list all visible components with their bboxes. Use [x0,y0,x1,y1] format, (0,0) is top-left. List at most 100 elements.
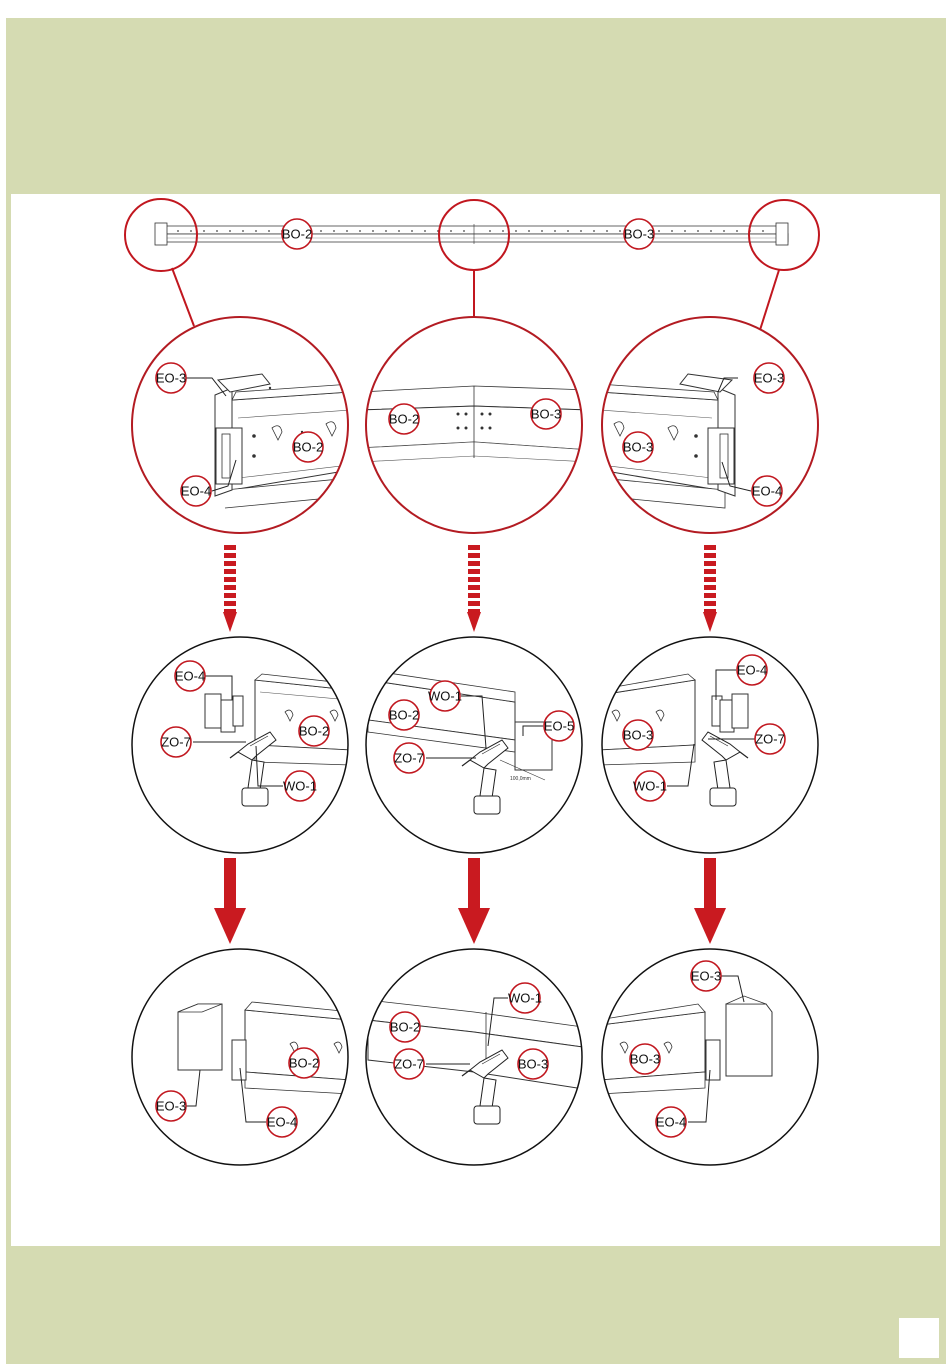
label-step2-mid-bo2: BO-2 [390,1012,420,1042]
beam-hole [411,230,413,232]
dashed-arrow-segment [224,561,236,566]
beam-hole [190,230,192,232]
svg-text:ZO-7: ZO-7 [755,732,785,747]
label-step1-left-eo4: EO-4 [175,661,205,691]
svg-text:WO-1: WO-1 [508,991,542,1006]
label-step1-left-zo7: ZO-7 [161,727,191,757]
label-detail-right-bo3: BO-3 [623,432,653,462]
dashed-arrow-segment [468,569,480,574]
label-step2-right-eo3: EO-3 [691,961,721,991]
dashed-arrow-segment [224,577,236,582]
beam-hole [710,230,712,232]
svg-text:ZO-7: ZO-7 [161,735,191,750]
label-step1-right-bo3: BO-3 [623,720,653,750]
svg-text:EO-3: EO-3 [156,371,186,386]
svg-text:BO-2: BO-2 [389,708,419,723]
svg-text:BO-3: BO-3 [624,227,654,242]
label-step1-left-wo1: WO-1 [283,771,317,801]
beam-hole [580,230,582,232]
beam-hole [216,230,218,232]
svg-text:EO-4: EO-4 [737,663,767,678]
label-step1-mid-zo7: ZO-7 [394,743,424,773]
overview-callouts [125,199,819,330]
dashed-arrow-segment [704,593,716,598]
label-step2-left-eo4: EO-4 [267,1107,297,1137]
svg-text:ZO-7: ZO-7 [394,751,424,766]
beam-hole [554,230,556,232]
beam-hole [593,230,595,232]
dashed-arrow-segment [704,577,716,582]
svg-text:EO-4: EO-4 [175,669,205,684]
svg-text:EO-3: EO-3 [156,1099,186,1114]
beam-hole [372,230,374,232]
dashed-arrow-segment [224,569,236,574]
beam-hole [320,230,322,232]
dashed-arrow-segment [704,585,716,590]
label-overview-bo2: BO-2 [282,219,312,249]
label-step1-right-zo7: ZO-7 [755,724,785,754]
dashed-arrow-segment [224,601,236,606]
svg-text:EO-4: EO-4 [656,1115,686,1130]
svg-text:BO-3: BO-3 [518,1057,548,1072]
svg-text:EO-4: EO-4 [267,1115,297,1130]
step2-left-art [178,1002,352,1094]
beam-hole [398,230,400,232]
beam-hole [489,230,491,232]
label-detail-right-eo3: EO-3 [754,363,784,393]
label-step1-mid-bo2: BO-2 [389,700,419,730]
dashed-arrow-segment [224,545,236,550]
step2-right-art [598,996,772,1094]
beam-hole [528,230,530,232]
svg-text:BO-3: BO-3 [531,407,561,422]
label-step1-right-wo1: WO-1 [633,771,667,801]
svg-text:ZO-7: ZO-7 [394,1057,424,1072]
beam-hole [359,230,361,232]
label-step2-mid-bo3: BO-3 [518,1049,548,1079]
label-step2-left-eo3: EO-3 [156,1091,186,1121]
dashed-arrow-segment [224,585,236,590]
dashed-arrow-segment [704,545,716,550]
dashed-arrow-segment [468,585,480,590]
solid-arrows [214,858,726,944]
beam-hole [450,230,452,232]
label-step1-left-bo2: BO-2 [299,716,329,746]
label-detail-left-eo4: EO-4 [181,476,211,506]
beam-hole [515,230,517,232]
dashed-arrow-segment [704,553,716,558]
beam-hole [697,230,699,232]
overview-beam [155,223,788,245]
dashed-arrow-segment [468,601,480,606]
dashed-arrows [223,545,717,632]
detail-left-art [215,374,352,508]
dashed-arrow-segment [704,601,716,606]
label-step2-right-bo3: BO-3 [630,1044,660,1074]
label-step1-mid-eo5: EO-5 [544,711,574,741]
beam-hole [268,230,270,232]
beam-hole [385,230,387,232]
beam-hole [567,230,569,232]
beam-hole [502,230,504,232]
beam-hole [736,230,738,232]
label-detail-mid-bo3: BO-3 [531,399,561,429]
svg-text:EO-4: EO-4 [181,484,211,499]
label-step1-right-eo4: EO-4 [737,655,767,685]
beam-hole [762,230,764,232]
svg-text:EO-4: EO-4 [752,484,782,499]
beam-hole [723,230,725,232]
beam-hole [177,230,179,232]
label-detail-mid-bo2: BO-2 [389,404,419,434]
svg-text:BO-2: BO-2 [293,440,323,455]
beam-hole [684,230,686,232]
svg-text:BO-2: BO-2 [389,412,419,427]
label-detail-right-eo4: EO-4 [752,476,782,506]
dashed-arrow-segment [468,593,480,598]
beam-hole [619,230,621,232]
label-step2-right-eo4: EO-4 [656,1107,686,1137]
dashed-arrow-segment [468,561,480,566]
beam-hole [255,230,257,232]
svg-text:BO-3: BO-3 [630,1052,660,1067]
beam-hole [333,230,335,232]
beam-hole [606,230,608,232]
svg-text:EO-3: EO-3 [691,969,721,984]
detail-right-art [598,374,735,508]
